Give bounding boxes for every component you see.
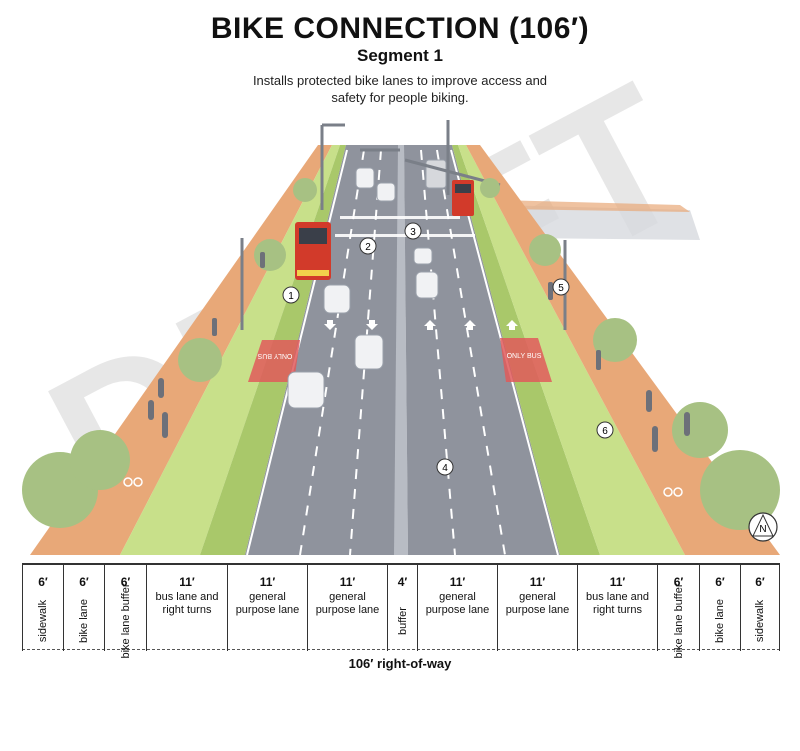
cross-section-column: 6′bike lane buffer bbox=[104, 563, 146, 659]
cross-section-label: bike lane buffer bbox=[672, 583, 685, 659]
cross-section-column: 6′ sidewalk bbox=[22, 563, 63, 651]
cross-section-width: 6′ bbox=[715, 575, 725, 589]
cross-street-sidewalk bbox=[500, 200, 690, 212]
cross-section-column: 11′ general purpose lane bbox=[497, 563, 577, 651]
diagram-description: Installs protected bike lanes to improve… bbox=[252, 73, 548, 105]
cross-section-column: 4′ buffer bbox=[387, 563, 417, 651]
cross-section-column: 11′ bus lane and right turns bbox=[146, 563, 227, 651]
marker-6: 6 bbox=[596, 421, 614, 439]
bus-only-marking-right: ONLY BUS bbox=[507, 353, 542, 360]
cross-street bbox=[500, 205, 700, 240]
cross-section-width: 11′ bbox=[609, 575, 626, 589]
marker-2: 2 bbox=[359, 237, 377, 255]
svg-text:4: 4 bbox=[442, 463, 448, 474]
cross-section-width: 11′ bbox=[259, 575, 276, 589]
svg-text:2: 2 bbox=[365, 242, 371, 253]
bus-left bbox=[295, 222, 331, 280]
cross-section-width: 6′ bbox=[755, 575, 765, 589]
svg-text:3: 3 bbox=[410, 227, 416, 238]
bus-lane-paint-left: ONLY BUS bbox=[248, 340, 300, 382]
cross-section-column: 6′ bike lane bbox=[699, 563, 740, 651]
cross-section-width: 11′ bbox=[339, 575, 356, 589]
cross-section-width: 11′ bbox=[529, 575, 546, 589]
cross-section-width: 6′ bbox=[120, 575, 131, 589]
lane-arrows bbox=[324, 320, 518, 330]
cross-section-column: 11′ general purpose lane bbox=[417, 563, 497, 651]
roadway-right bbox=[404, 145, 560, 555]
svg-text:6: 6 bbox=[602, 426, 608, 437]
cross-section-label: bus lane and right turns bbox=[586, 591, 649, 616]
right-bike-lane bbox=[458, 145, 685, 555]
cross-section-label: general purpose lane bbox=[315, 591, 380, 616]
cross-section-label: general purpose lane bbox=[235, 591, 300, 616]
cross-section-label: sidewalk bbox=[37, 599, 49, 643]
diagram-subtitle: Segment 1 bbox=[357, 46, 443, 65]
cross-section-label: buffer bbox=[396, 607, 409, 635]
marker-4: 4 bbox=[436, 458, 454, 476]
diagram-title: BIKE CONNECTION (106′) bbox=[210, 12, 590, 45]
marker-1: 1 bbox=[282, 286, 300, 304]
bus-only-marking-left: ONLY BUS bbox=[257, 352, 292, 359]
north-arrow-icon: N bbox=[748, 512, 778, 542]
callout-markers: 1 2 3 4 5 6 bbox=[282, 222, 614, 476]
left-bike-lane bbox=[120, 145, 340, 555]
bus-lane-paint-right: ONLY BUS bbox=[500, 338, 552, 382]
cross-section-column: 6′ sidewalk bbox=[740, 563, 780, 651]
cross-section-column: 11′ general purpose lane bbox=[227, 563, 307, 651]
people bbox=[148, 252, 690, 452]
svg-text:1: 1 bbox=[288, 291, 294, 302]
crosswalk bbox=[335, 216, 475, 237]
bike-symbols bbox=[123, 477, 683, 497]
cross-section-width: 6′ bbox=[673, 575, 684, 589]
cross-section-label: bike lane bbox=[78, 598, 90, 644]
cross-section-width: 4′ bbox=[397, 575, 408, 589]
svg-text:N: N bbox=[759, 524, 766, 535]
cross-section-label: general purpose lane bbox=[505, 591, 570, 616]
cross-section-top-rule bbox=[22, 563, 780, 565]
cross-section-column: 11′ bus lane and right turns bbox=[577, 563, 657, 651]
cross-section-width: 11′ bbox=[449, 575, 466, 589]
cross-section-label: bike lane buffer bbox=[119, 583, 132, 659]
trees-left bbox=[22, 178, 317, 528]
street-illustration: DRAFT ONLY BUS ONLY BUS bbox=[16, 42, 780, 557]
cross-section-column: 6′bike lane buffer bbox=[657, 563, 699, 659]
marker-5: 5 bbox=[552, 278, 570, 296]
median-buffer bbox=[394, 145, 408, 555]
right-of-way-label: 106′ right-of-way bbox=[348, 656, 452, 671]
cross-section-label: bike lane bbox=[714, 598, 726, 644]
cross-section-label: sidewalk bbox=[754, 599, 766, 643]
cross-section-column: 11′ general purpose lane bbox=[307, 563, 387, 651]
cross-section-label: bus lane and right turns bbox=[155, 591, 219, 616]
cross-section-width: 11′ bbox=[179, 575, 195, 589]
cross-section-label: general purpose lane bbox=[425, 591, 490, 616]
cross-section-dashed-rule bbox=[22, 649, 780, 650]
svg-text:5: 5 bbox=[558, 283, 564, 294]
cross-section-column: 6′ bike lane bbox=[63, 563, 104, 651]
cross-section-width: 6′ bbox=[38, 575, 48, 589]
marker-3: 3 bbox=[404, 222, 422, 240]
bus-right bbox=[452, 180, 474, 216]
cross-section-width: 6′ bbox=[79, 575, 89, 589]
